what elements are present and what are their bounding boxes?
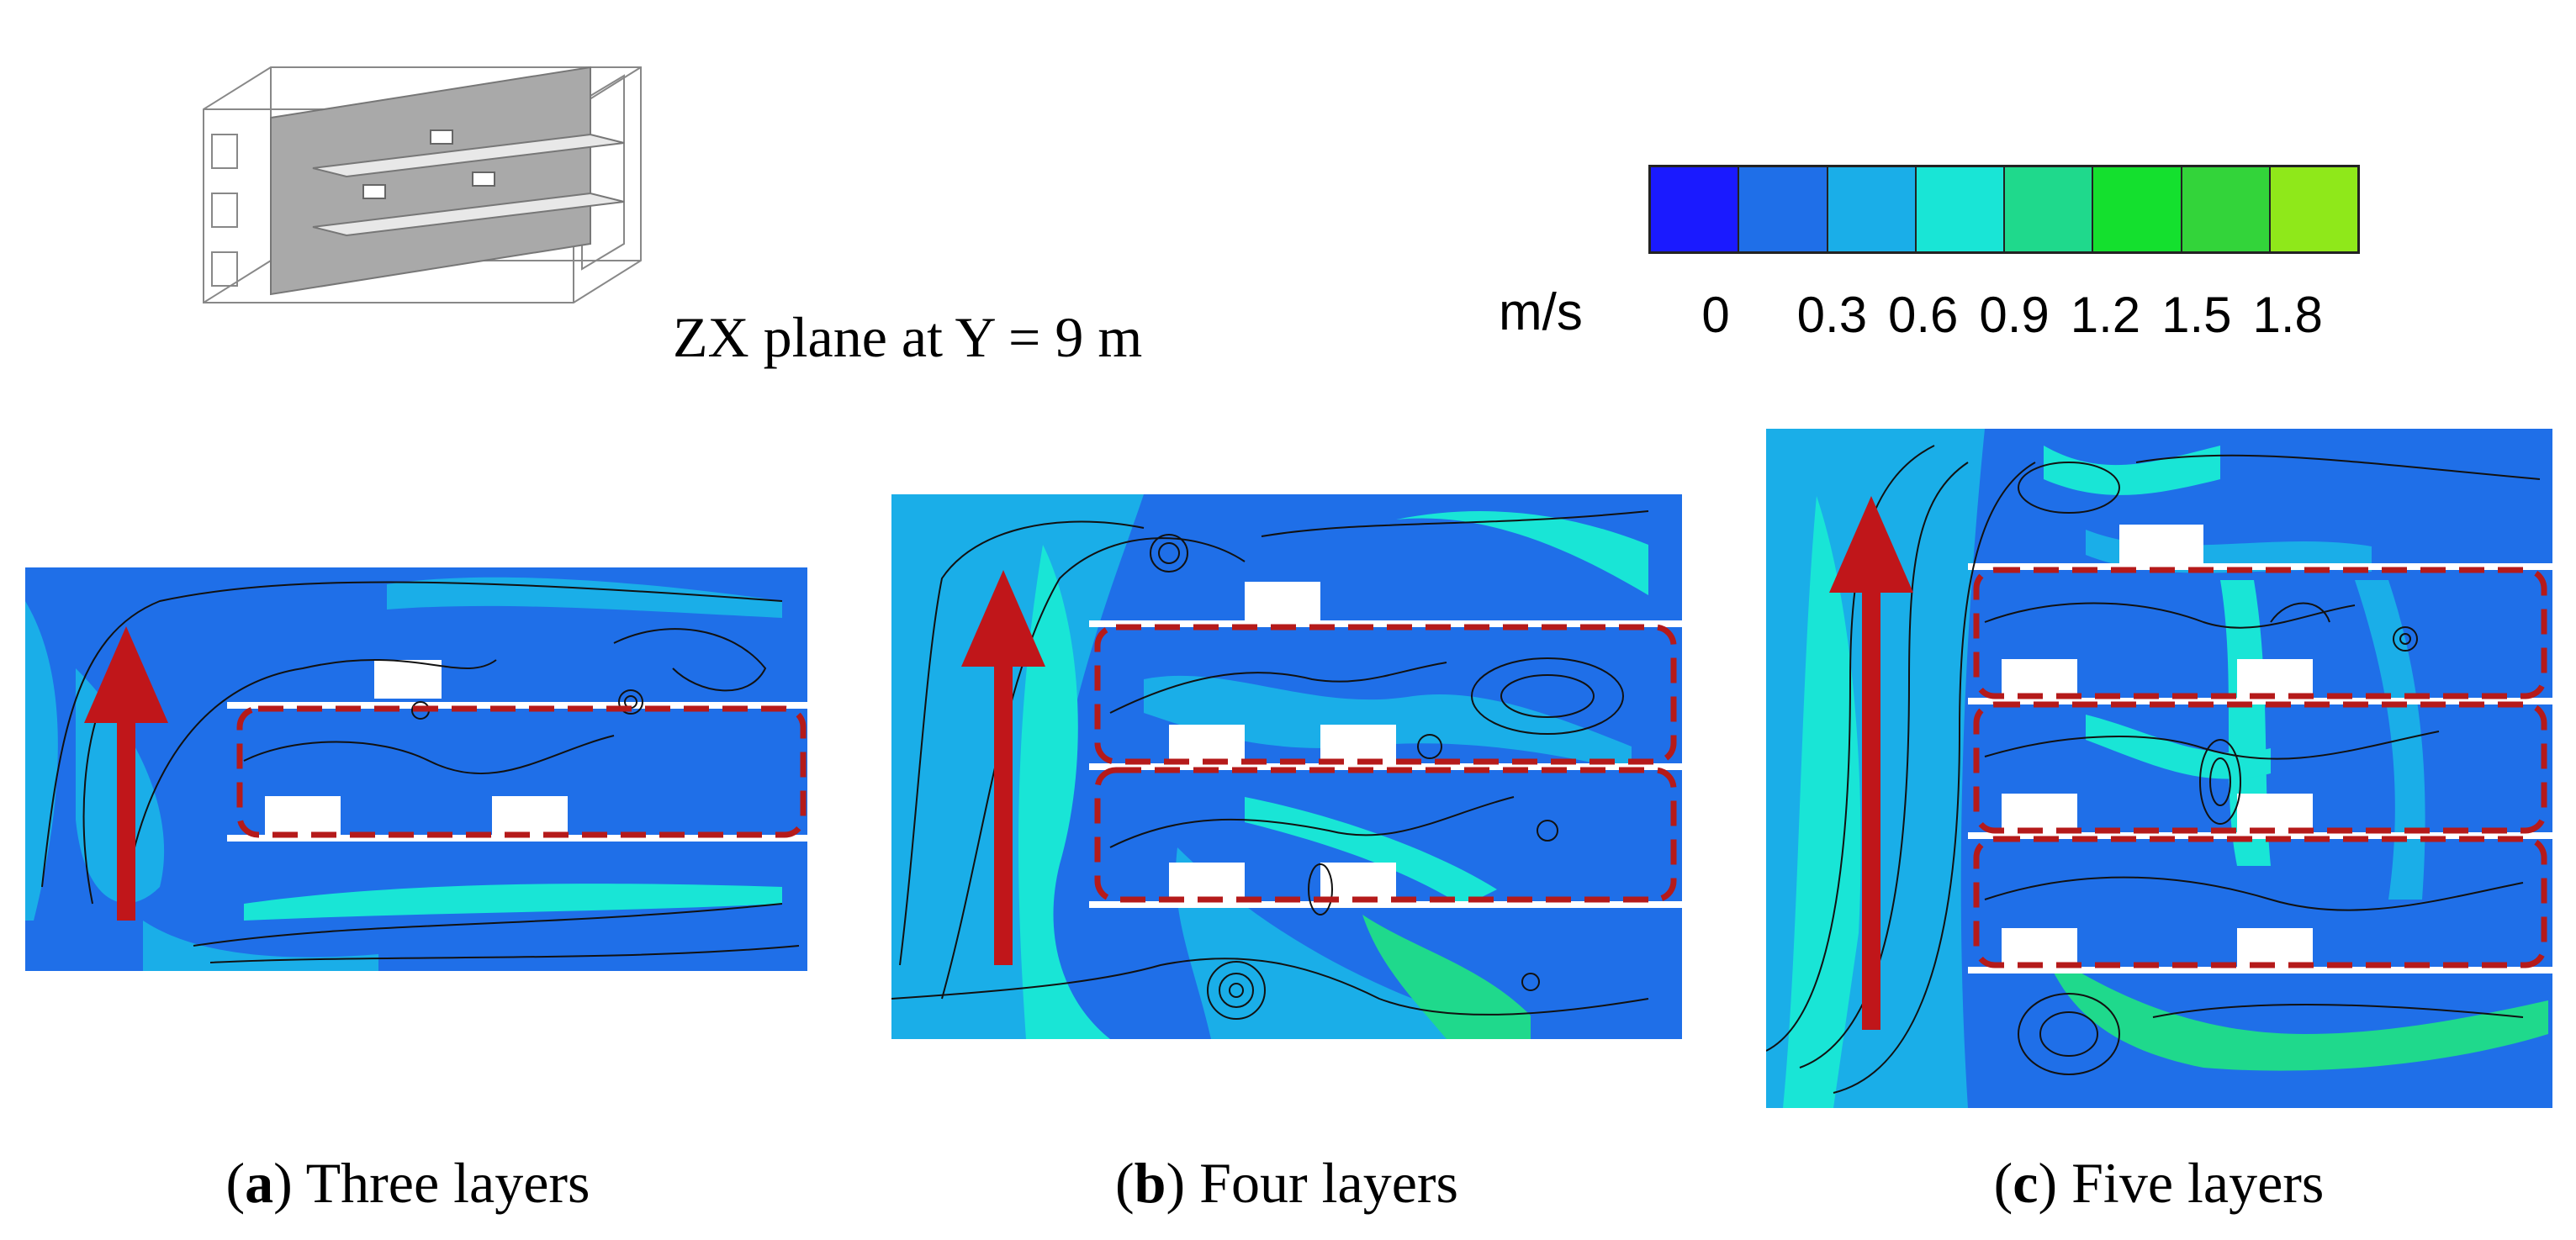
legend-unit-label: m/s [1499, 283, 1583, 341]
panel-c-flowfield [1766, 429, 2552, 1108]
legend-swatch-6 [2182, 167, 2271, 251]
velocity-color-legend [1648, 165, 2360, 254]
panel-b-flowfield [891, 494, 1682, 1039]
caption-panel-c-letter: c [2013, 1151, 2039, 1215]
caption-panel-c: (c) Five layers [1993, 1151, 2325, 1215]
legend-tick-label: 0.6 [1888, 287, 1959, 343]
legend-swatch-5 [2093, 167, 2182, 251]
plane-label: ZX plane at Y = 9 m [673, 305, 1143, 369]
caption-panel-c-text: Five layers [2071, 1151, 2325, 1215]
legend-tick-label: 0.9 [1979, 287, 2050, 343]
legend-swatch-1 [1739, 167, 1828, 251]
legend-swatch-2 [1828, 167, 1917, 251]
caption-panel-b-letter: b [1134, 1151, 1166, 1215]
legend-swatch-4 [2005, 167, 2094, 251]
building-isometric-diagram [203, 66, 642, 303]
caption-panel-a-text: Three layers [305, 1151, 590, 1215]
caption-panel-b-text: Four layers [1199, 1151, 1458, 1215]
caption-panel-a-letter: a [245, 1151, 274, 1215]
legend-tick-label: 0 [1701, 287, 1730, 343]
caption-panel-a: (a) Three layers [225, 1151, 590, 1215]
legend-tick-label: 0.3 [1796, 287, 1868, 343]
legend-tick-label: 1.5 [2161, 287, 2232, 343]
panel-a-flowfield [25, 567, 807, 971]
legend-swatch-0 [1651, 167, 1740, 251]
legend-swatch-3 [1916, 167, 2005, 251]
legend-swatch-7 [2270, 167, 2357, 251]
section-plane [270, 66, 591, 296]
caption-panel-b: (b) Four layers [1115, 1151, 1458, 1215]
legend-tick-label: 1.8 [2252, 287, 2323, 343]
legend-tick-label: 1.2 [2070, 287, 2141, 343]
